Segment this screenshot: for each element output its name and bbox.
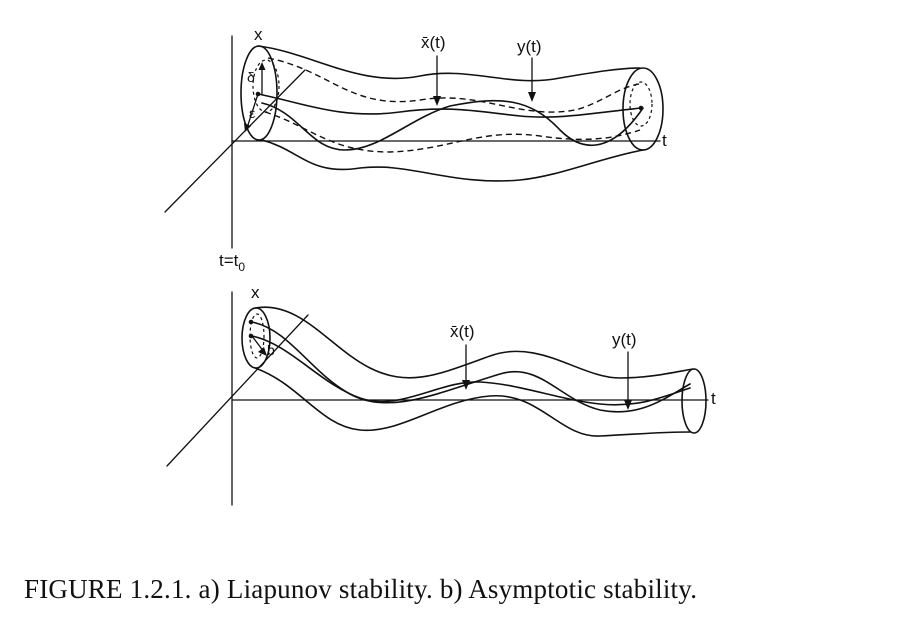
a-dashed-upper <box>267 57 641 113</box>
a-tube-end-inner <box>629 81 653 127</box>
a-oblique-axis <box>164 69 306 213</box>
diagram-a: x t x̄(t) y(t) δ ε t=t0 <box>164 25 667 274</box>
a-tube-top <box>257 45 641 82</box>
b-mean-pointer-head <box>462 380 470 390</box>
a-x-label: x <box>254 25 263 44</box>
a-delta-label: δ <box>247 69 255 85</box>
b-perturbed-pointer-head <box>624 400 632 410</box>
b-funnel-bottom <box>254 367 691 437</box>
b-funnel-start <box>241 307 271 369</box>
b-start-point-1 <box>248 319 254 325</box>
a-epsilon-arrow <box>246 93 259 129</box>
b-oblique-axis <box>166 314 309 467</box>
a-tube-start <box>240 45 278 141</box>
a-initial-time-label: t=t0 <box>219 251 245 274</box>
a-mean-pointer-head <box>433 96 441 106</box>
a-tube-end <box>622 67 664 151</box>
diagram-b: x t x̄(t) y(t) b <box>166 283 716 506</box>
a-delta-arrowhead <box>258 62 266 70</box>
a-end-point <box>638 105 644 111</box>
b-perturbed-path <box>251 321 691 413</box>
a-perturbed-pointer-head <box>528 92 536 102</box>
b-radius-arrowhead <box>258 347 267 356</box>
a-tube-bottom <box>261 139 644 182</box>
b-radius-label: b <box>267 342 275 358</box>
a-dashed-lower <box>264 111 641 153</box>
a-epsilon-arrowhead <box>244 123 251 132</box>
b-funnel-end <box>681 368 707 434</box>
a-perturbed-label: y(t) <box>517 37 542 56</box>
b-perturbed-label: y(t) <box>612 330 637 349</box>
figure-caption: FIGURE 1.2.1. a) Liapunov stability. b) … <box>24 574 698 604</box>
a-perturbed-path <box>261 99 644 151</box>
a-epsilon-label: ε <box>249 105 255 121</box>
a-mean-path <box>257 93 642 118</box>
b-t-label: t <box>711 389 716 408</box>
a-mean-label: x̄(t) <box>421 33 446 52</box>
a-t-label: t <box>662 131 667 150</box>
b-x-label: x <box>251 283 260 302</box>
b-mean-label: x̄(t) <box>450 322 475 341</box>
b-mean-path <box>251 335 691 406</box>
